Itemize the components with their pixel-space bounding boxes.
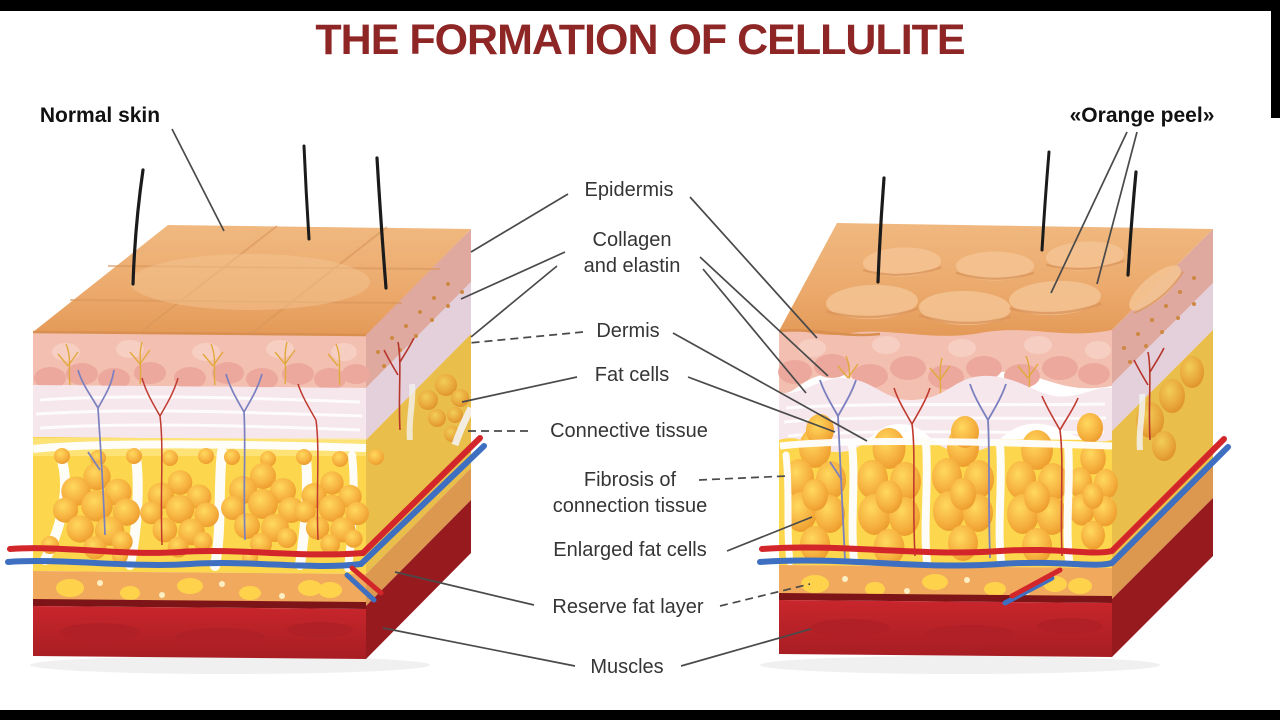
leader-epidermis-left xyxy=(470,193,569,253)
hair-strands xyxy=(131,144,388,290)
label-fibrosis: Fibrosis of connection tissue xyxy=(552,469,708,517)
leader-reserve-fat-left xyxy=(394,571,535,606)
label-collagen-elastin: Collagen and elastin xyxy=(583,229,681,277)
normal-skin-side-face xyxy=(366,229,475,659)
normal-skin-dermis-layer xyxy=(32,385,367,444)
label-reserve-fat-layer: Reserve fat layer xyxy=(552,596,704,618)
leader-collagen-right-2 xyxy=(702,268,807,394)
leader-fibrosis xyxy=(698,475,788,481)
leader-orange-peel-2 xyxy=(1096,131,1138,285)
normal-skin-epidermis-layer xyxy=(33,332,370,390)
leader-enlarged-fat-cells xyxy=(726,516,813,552)
page-title: THE FORMATION OF CELLULITE xyxy=(315,16,965,64)
leader-epidermis-right xyxy=(689,196,818,339)
leader-muscles-right xyxy=(680,628,812,667)
label-fat-cells: Fat cells xyxy=(594,364,670,386)
orange-peel-surface xyxy=(778,223,1213,337)
leader-reserve-fat-right xyxy=(719,583,811,607)
leader-dermis-left xyxy=(468,331,584,344)
label-dermis: Dermis xyxy=(596,320,660,342)
letterbox-bottom xyxy=(0,710,1280,720)
leader-dermis-right xyxy=(672,332,868,442)
orange-peel-dermis-layer xyxy=(779,375,1112,452)
leader-normal-skin xyxy=(171,128,225,232)
orange-peel-side-face xyxy=(1112,229,1213,657)
orange-peel-muscle-layer xyxy=(779,593,1112,657)
leader-collagen-right-1 xyxy=(699,256,829,377)
normal-skin-capillaries xyxy=(77,369,319,546)
hair-strands xyxy=(876,150,1138,284)
ground-shadows xyxy=(30,656,1160,674)
label-epidermis: Epidermis xyxy=(584,179,674,201)
leader-collagen-left-2 xyxy=(470,265,558,338)
normal-skin-reserve-fat-layer xyxy=(33,571,366,606)
leader-muscles-left xyxy=(382,627,576,667)
normal-skin-muscle-layer xyxy=(33,599,366,659)
normal-skin-block xyxy=(5,144,487,659)
normal-skin-blood-vessels xyxy=(5,435,487,603)
label-enlarged-fat-cells: Enlarged fat cells xyxy=(553,539,707,561)
caption-normal-skin: Normal skin xyxy=(39,104,161,127)
caption-orange-peel: «Orange peel» xyxy=(1069,104,1215,127)
orange-peel-capillaries xyxy=(819,379,1079,561)
leader-fat-cells-left xyxy=(461,376,578,403)
letterbox-top xyxy=(0,0,1280,11)
orange-peel-block xyxy=(757,150,1231,657)
letterbox-right xyxy=(1271,0,1280,118)
leader-lines xyxy=(171,128,1138,667)
label-connective-tissue: Connective tissue xyxy=(550,420,708,442)
orange-peel-blood-vessels xyxy=(757,436,1231,606)
leader-orange-peel-1 xyxy=(1050,131,1128,294)
leader-collagen-left-1 xyxy=(460,251,566,300)
collagen-elastin-fibers xyxy=(57,341,341,386)
leader-fat-cells-right xyxy=(687,376,836,433)
normal-skin-surface xyxy=(32,225,471,337)
label-muscles: Muscles xyxy=(590,656,664,678)
